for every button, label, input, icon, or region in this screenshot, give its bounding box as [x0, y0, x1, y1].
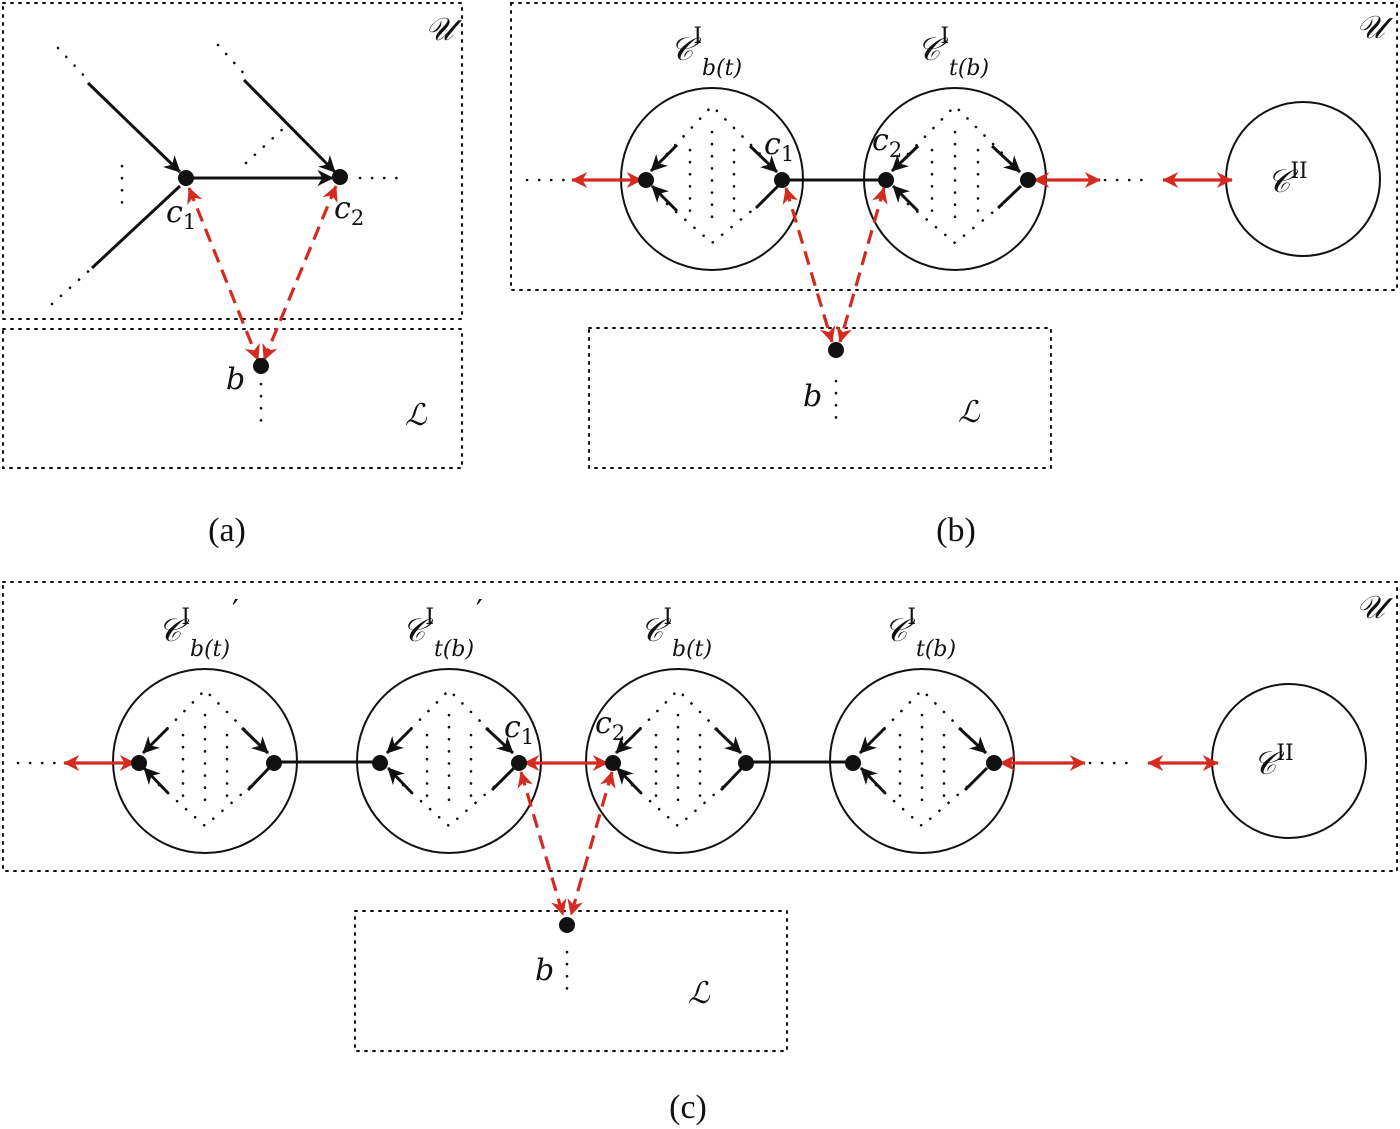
- arrow-in-right-3: [990, 144, 1022, 174]
- dots-middle: [244, 124, 288, 165]
- node-b: [559, 917, 575, 933]
- node-3: [372, 755, 388, 771]
- inner-diamond-2: [401, 688, 498, 828]
- arrow-c3-d: [719, 766, 744, 792]
- arrow-c1-d: [246, 766, 271, 792]
- arrow-c2-b: [386, 766, 414, 795]
- arrow-c3-a: [614, 726, 643, 755]
- arrow-in-left-1: [649, 143, 679, 173]
- node-c2: [605, 755, 621, 771]
- upper-region-box: [2, 2, 463, 320]
- edge-into-c2-top: [242, 78, 337, 174]
- label-component-type-II: 𝒞II: [1253, 741, 1294, 782]
- label-b: b: [226, 362, 245, 397]
- arrow-c4-d: [963, 766, 989, 792]
- panel-c: 𝒰 ℒ: [2, 581, 1398, 1126]
- node-7: [845, 755, 861, 771]
- label-component-b-of-t-prime: 𝒞I′b(t): [158, 594, 239, 662]
- red-edge-c2-b: [567, 771, 616, 916]
- red-edge-c1-b: [782, 187, 836, 343]
- red-edge-c1-b: [517, 771, 567, 916]
- node-b: [828, 342, 844, 358]
- arrow-in-left-4: [754, 184, 780, 210]
- arrow-c3-c: [713, 726, 743, 755]
- label-component-t-of-b-prime: 𝒞I′t(b): [402, 594, 483, 662]
- label-component-t-of-b: 𝒞It(b): [884, 605, 956, 662]
- arrow-c4-b: [859, 766, 887, 795]
- arrow-c2-d: [490, 766, 516, 792]
- label-c1: c1: [504, 710, 534, 749]
- arrow-c2-c: [484, 726, 515, 755]
- red-edge-c1-b: [187, 187, 260, 361]
- label-component-b-of-t: 𝒞Ib(t): [640, 605, 712, 662]
- label-component-t-of-b: 𝒞It(b): [917, 24, 989, 81]
- node-6: [738, 755, 754, 771]
- arrow-in-right-1: [890, 144, 920, 173]
- node-right: [1020, 172, 1036, 188]
- arrow-c4-a: [858, 726, 887, 755]
- label-component-b-of-t: 𝒞Ib(t): [670, 24, 742, 81]
- arrow-in-left-2: [650, 184, 679, 213]
- label-b: b: [803, 379, 822, 414]
- lower-region-box: [354, 910, 788, 1052]
- lower-region-box: [2, 328, 463, 469]
- caption-b: (b): [936, 512, 976, 549]
- arrow-c1-b: [142, 766, 170, 795]
- upper-region-label: 𝒰: [1356, 588, 1394, 626]
- edge-into-c1-bottom: [90, 184, 182, 270]
- label-c2: c2: [334, 191, 364, 230]
- label-b: b: [535, 953, 554, 988]
- node-c1: [774, 172, 790, 188]
- label-c2: c2: [595, 706, 625, 745]
- inner-diamond-1: [157, 688, 254, 828]
- upper-region-label: 𝒰: [425, 10, 463, 48]
- lower-region-label: ℒ: [405, 398, 428, 433]
- upper-region-box: [2, 581, 1398, 872]
- inner-diamond-left: [665, 104, 762, 245]
- node-c1: [511, 755, 527, 771]
- caption-a: (a): [208, 512, 246, 549]
- node-c1: [178, 170, 194, 186]
- arrow-in-right-2: [891, 184, 920, 213]
- red-edge-c2-b: [836, 187, 888, 343]
- dots-upper-right: [216, 43, 250, 80]
- red-edge-c2-b: [262, 185, 338, 361]
- dots-upper-left: [56, 46, 90, 82]
- lower-region-label: ℒ: [688, 976, 711, 1011]
- arrow-c1-a: [141, 726, 170, 755]
- node-c2: [332, 169, 348, 185]
- edge-into-c1-top: [86, 81, 182, 174]
- label-c1: c1: [764, 127, 794, 166]
- lower-region-label: ℒ: [958, 395, 981, 430]
- label-component-type-II: 𝒞II: [1267, 159, 1308, 200]
- panel-a: 𝒰 ℒ c1 c2 b (a): [2, 2, 463, 549]
- panel-b: 𝒰 ℒ: [510, 2, 1398, 549]
- node-1: [131, 755, 147, 771]
- inner-diamond-4: [874, 688, 971, 828]
- inner-diamond-right: [906, 104, 1005, 245]
- label-c1: c1: [166, 195, 196, 234]
- arrow-c4-c: [957, 726, 988, 755]
- arrow-c1-c: [240, 726, 270, 755]
- node-8: [986, 755, 1002, 771]
- node-b: [253, 358, 269, 374]
- node-c2: [878, 172, 894, 188]
- upper-region-label: 𝒰: [1356, 8, 1394, 46]
- node-left: [638, 172, 654, 188]
- arrow-c2-a: [385, 726, 414, 755]
- label-c2: c2: [872, 123, 902, 162]
- dots-lower-left: [50, 266, 94, 306]
- arrow-in-left-3: [748, 144, 779, 174]
- upper-region-box: [510, 2, 1398, 291]
- inner-diamond-3: [630, 688, 727, 828]
- node-2: [266, 755, 282, 771]
- caption-c: (c): [669, 1089, 707, 1126]
- arrow-in-right-4: [996, 184, 1023, 210]
- arrow-c3-b: [615, 766, 643, 795]
